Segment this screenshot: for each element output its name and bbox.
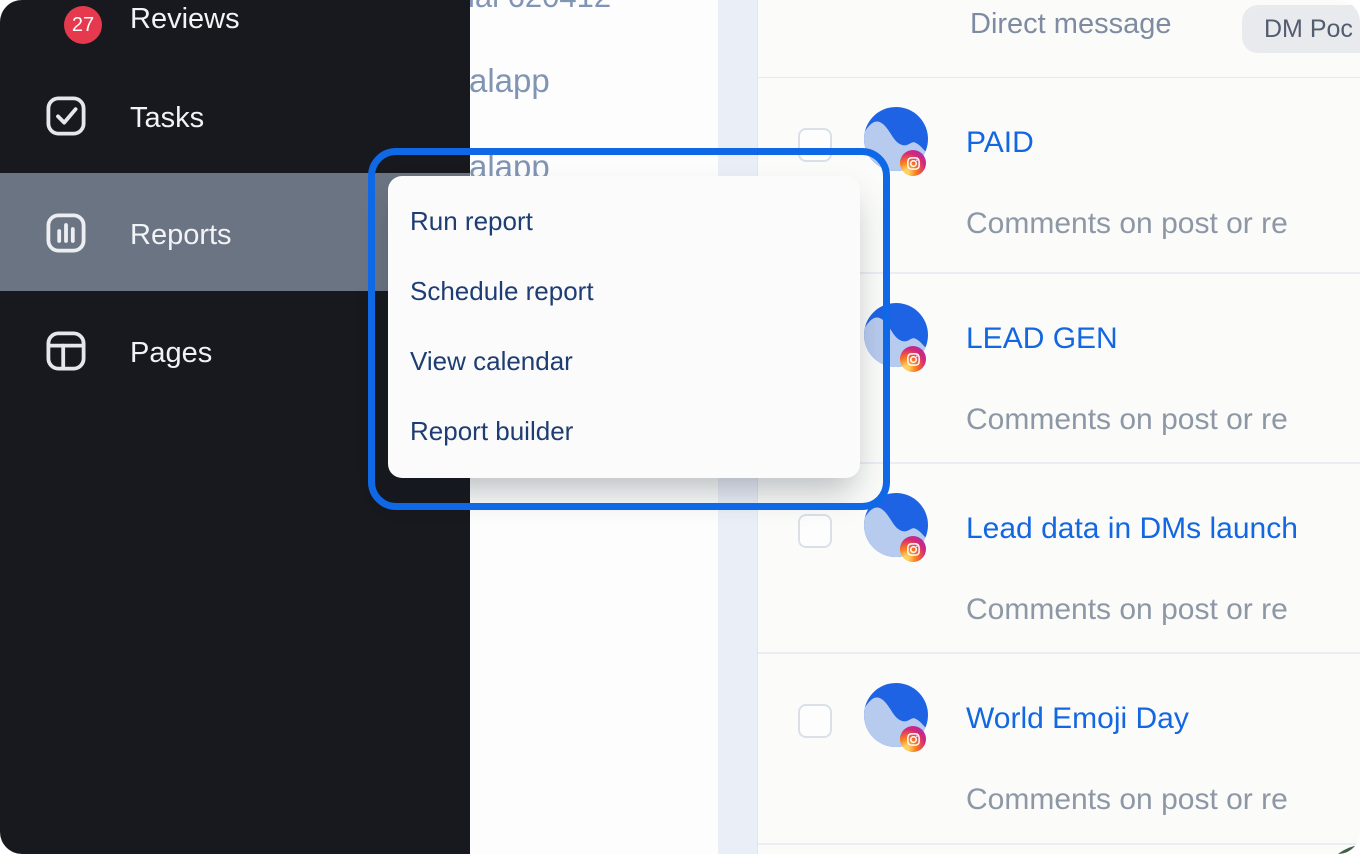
sidebar-item-label: Reports	[130, 219, 232, 251]
list-row[interactable]: Lead data in DMs launch Comments on post…	[758, 464, 1360, 654]
avatar-image	[864, 107, 928, 171]
sidebar-item-label: Pages	[130, 337, 213, 369]
sidebar-item-tasks[interactable]: Tasks	[0, 57, 470, 175]
reports-context-menu: Run report Schedule report View calendar…	[388, 176, 860, 478]
list-row[interactable]: PAID Comments on post or re	[758, 78, 1360, 274]
instagram-icon	[900, 536, 926, 562]
row-title[interactable]: PAID	[966, 126, 1034, 159]
sidebar-item-reports[interactable]: Reports	[0, 174, 470, 292]
menu-item-schedule-report[interactable]: Schedule report	[410, 275, 594, 306]
tasks-icon	[46, 96, 86, 136]
row-title[interactable]: Lead data in DMs launch	[966, 512, 1298, 545]
row-checkbox[interactable]	[798, 128, 832, 162]
instagram-icon	[900, 726, 926, 752]
sidebar-item-reviews[interactable]: 27 Reviews	[0, 0, 470, 59]
menu-item-run-report[interactable]: Run report	[410, 205, 533, 236]
reports-icon	[46, 213, 86, 253]
menu-item-view-calendar[interactable]: View calendar	[410, 345, 573, 376]
avatar	[864, 107, 928, 176]
list-row-partial[interactable]: Direct message DM Poc	[758, 0, 1360, 78]
menu-item-report-builder[interactable]: Report builder	[410, 415, 574, 446]
tag-chip-label: DM Poc	[1264, 14, 1353, 43]
sidebar-item-label: Tasks	[130, 102, 205, 134]
avatar	[864, 303, 928, 372]
avatar	[864, 493, 928, 562]
instagram-icon	[900, 150, 926, 176]
notification-badge: 27	[64, 6, 102, 44]
row-subtitle: Direct message	[970, 8, 1172, 40]
background-text-fragment: ial 620412	[468, 0, 611, 13]
row-checkbox[interactable]	[798, 514, 832, 548]
avatar	[864, 683, 928, 752]
instagram-icon	[900, 346, 926, 372]
pages-icon	[46, 331, 86, 371]
row-title[interactable]: LEAD GEN	[966, 322, 1118, 355]
row-subtitle: Comments on post or re	[966, 403, 1288, 436]
background-profile-name: alapp	[469, 62, 550, 99]
row-subtitle: Comments on post or re	[966, 207, 1288, 240]
row-subtitle: Comments on post or re	[966, 593, 1288, 626]
sidebar-item-label: Reviews	[130, 3, 240, 35]
row-title[interactable]: World Emoji Day	[966, 702, 1189, 735]
row-subtitle: Comments on post or re	[966, 783, 1288, 816]
tag-chip[interactable]: DM Poc	[1242, 5, 1360, 53]
sidebar-item-pages[interactable]: Pages	[0, 292, 470, 410]
row-checkbox[interactable]	[798, 704, 832, 738]
list-row[interactable]: World Emoji Day Comments on post or re	[758, 654, 1360, 845]
